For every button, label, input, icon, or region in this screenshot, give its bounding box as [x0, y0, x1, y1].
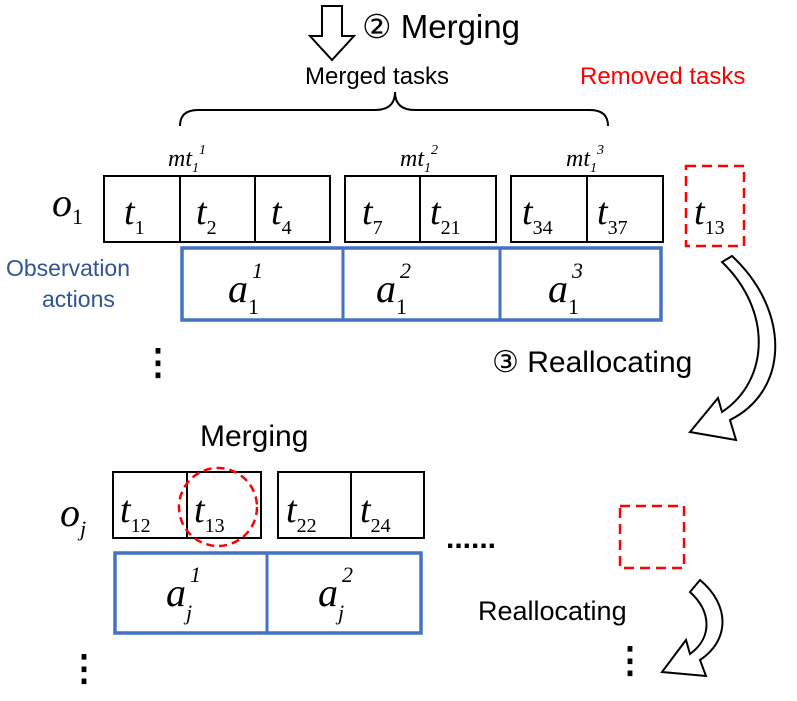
- task-group-oj-2: [277, 471, 425, 539]
- observation-o1-label: o1: [52, 180, 83, 229]
- svg-text:3: 3: [596, 143, 604, 158]
- svg-text:o1: o1: [52, 180, 83, 229]
- step3-reallocating-label: ③ Reallocating: [492, 346, 692, 379]
- task-t1: t1: [124, 191, 145, 239]
- action-aj-1: aj 1: [166, 562, 201, 625]
- reallocating-label: Reallocating: [478, 596, 627, 626]
- vdots-bottom-right: ⋮: [612, 639, 648, 680]
- mt-label-3: mt1 3: [566, 143, 604, 176]
- action-a1-3: a1 3: [548, 258, 583, 319]
- observation-actions-label-line2: actions: [42, 286, 115, 312]
- svg-text:1: 1: [190, 562, 201, 587]
- svg-text:a1: a1: [228, 266, 259, 319]
- step2-merging-label: ② Merging: [362, 8, 520, 45]
- task-t22: t22: [286, 489, 317, 537]
- merged-tasks-label: Merged tasks: [305, 63, 449, 90]
- svg-text:3: 3: [571, 258, 583, 283]
- svg-text:2: 2: [342, 562, 353, 587]
- svg-text:2: 2: [400, 258, 411, 283]
- mt-label-2: mt1 2: [400, 143, 438, 176]
- svg-text:mt1: mt1: [400, 146, 431, 176]
- task-group-mt1-2: [344, 175, 497, 243]
- svg-text:2: 2: [431, 143, 438, 158]
- task-t4: t4: [271, 191, 292, 239]
- vdots-top: ⋮: [140, 341, 176, 382]
- task-t7: t7: [362, 191, 383, 239]
- actions-o1-bar: [180, 246, 663, 322]
- task-t12: t12: [120, 489, 151, 537]
- merged-t13-circle: [177, 466, 259, 548]
- action-a1-1: a1 1: [228, 258, 263, 319]
- task-t2: t2: [196, 191, 217, 239]
- small-curved-arrow-icon: [660, 578, 724, 678]
- reallocate-curved-arrow-icon: [688, 254, 777, 442]
- task-t21: t21: [430, 191, 461, 239]
- action-aj-2: aj 2: [318, 562, 353, 625]
- actions-oj-bar: [113, 551, 423, 635]
- svg-text:a1: a1: [376, 266, 407, 319]
- task-group-mt1-3: [510, 175, 664, 243]
- task-t34: t34: [522, 191, 553, 239]
- svg-text:mt1: mt1: [168, 146, 199, 176]
- task-group-mt1-1: [103, 175, 331, 243]
- svg-text:oj: oj: [60, 490, 86, 541]
- task-t13-merged: t13: [194, 489, 225, 537]
- merged-tasks-brace: [179, 91, 609, 127]
- merging-label: Merging: [200, 420, 308, 453]
- observation-oj-label: oj: [60, 490, 86, 541]
- svg-text:1: 1: [199, 143, 206, 158]
- task-t24: t24: [360, 489, 391, 537]
- vdots-bottom-left: ⋮: [66, 647, 102, 688]
- svg-text:mt1: mt1: [566, 146, 597, 176]
- svg-text:aj: aj: [166, 570, 192, 625]
- removed-tasks-label: Removed tasks: [580, 63, 745, 90]
- down-arrow-icon: [307, 5, 357, 62]
- svg-text:1: 1: [252, 258, 263, 283]
- svg-text:a1: a1: [548, 266, 579, 319]
- action-a1-2: a1 2: [376, 258, 411, 319]
- observation-actions-label-line1: Observation: [6, 255, 130, 281]
- mt-label-1: mt1 1: [168, 143, 206, 176]
- task-t37: t37: [597, 191, 628, 239]
- ellipsis-horizontal: ......: [446, 522, 496, 555]
- empty-slot-box: [618, 504, 686, 570]
- svg-text:aj: aj: [318, 570, 344, 625]
- removed-task-t13: t13: [694, 191, 725, 239]
- removed-task-box: [684, 164, 746, 248]
